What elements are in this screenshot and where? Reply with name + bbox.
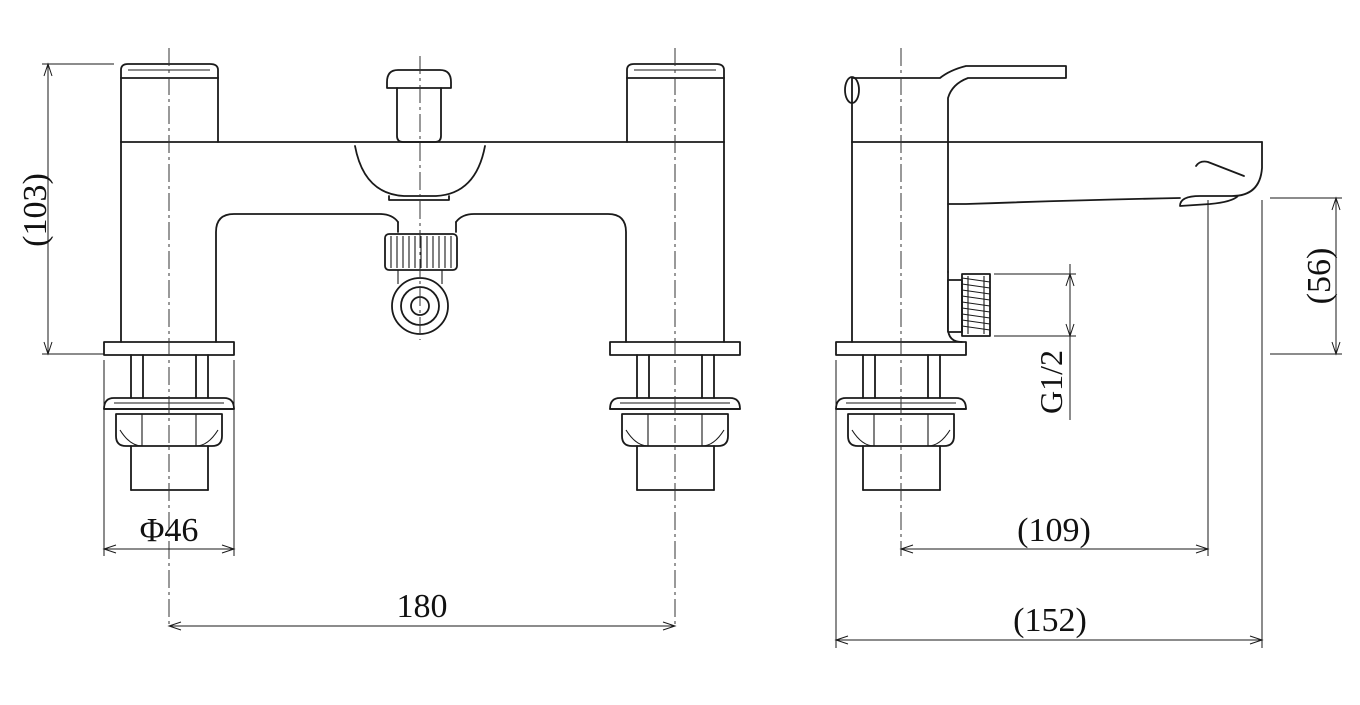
spout-reach-dimension: (109) <box>899 200 1210 556</box>
front-height-label: (103) <box>17 173 54 247</box>
thread-dimension: G1/2 <box>994 264 1076 420</box>
front-view: (103) Φ46 180 <box>17 48 741 631</box>
base-diameter-dimension: Φ46 <box>102 360 236 556</box>
thread-label: G1/2 <box>1033 350 1069 414</box>
centres-dimension: 180 <box>167 588 677 631</box>
right-base-fixings <box>609 341 741 491</box>
centres-label: 180 <box>397 588 448 625</box>
height-dimension: (103) <box>17 62 114 356</box>
side-handle-lever <box>844 65 1067 143</box>
spout-reach-label: (109) <box>1017 512 1091 549</box>
spout-height-label: (56) <box>1301 248 1338 305</box>
overall-depth-label: (152) <box>1013 602 1087 639</box>
side-thread-inlet <box>947 273 991 337</box>
side-body-spout <box>851 141 1263 343</box>
diverter-knob <box>386 69 452 143</box>
spout-height-dimension: (56) <box>1270 196 1342 356</box>
overall-depth-dimension: (152) <box>834 200 1264 648</box>
tap-body <box>120 141 725 343</box>
side-view: (56) G1/2 (109) (152) <box>834 48 1342 648</box>
base-diameter-label: Φ46 <box>140 512 199 549</box>
shower-outlet <box>384 233 458 335</box>
